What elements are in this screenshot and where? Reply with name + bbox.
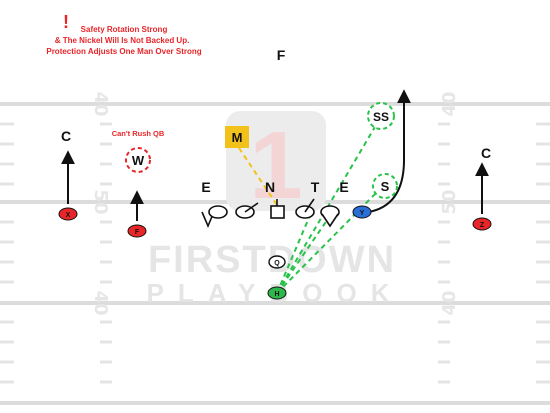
- will-note: Can't Rush QB: [112, 129, 165, 138]
- svg-text:1: 1: [249, 112, 302, 219]
- yard-number: 40: [90, 91, 111, 116]
- alert-mark: !: [63, 12, 69, 32]
- slot-label: F: [135, 229, 140, 236]
- y-route: [368, 89, 411, 213]
- tight-end-y: Y: [352, 205, 372, 219]
- right-wr: Z: [472, 217, 492, 231]
- nickel: S: [372, 173, 398, 199]
- running-back: H: [267, 286, 287, 300]
- center: [270, 205, 285, 219]
- defense-t: T: [311, 179, 320, 195]
- note-line-3: Protection Adjusts One Man Over Strong: [46, 47, 201, 56]
- yard-number: 40: [439, 290, 460, 315]
- rg-block: [304, 198, 315, 213]
- left-tackle: [208, 205, 228, 219]
- left-wr-label: X: [66, 212, 71, 219]
- yard-numbers-left: 40 50 40: [90, 91, 111, 315]
- strong-safety: SS: [367, 102, 395, 130]
- mike-read-line: [238, 147, 278, 206]
- yard-number: 40: [90, 290, 111, 315]
- yard-number: 40: [439, 91, 460, 116]
- coaching-notes: ! Safety Rotation Strong & The Nickel Wi…: [46, 12, 201, 56]
- defense-e-right: E: [339, 179, 348, 195]
- will-linebacker: W: [125, 147, 151, 173]
- offensive-line: [201, 198, 340, 229]
- yard-lines: [0, 102, 550, 405]
- right-wr-label: Z: [480, 222, 485, 229]
- will-label: W: [132, 153, 145, 168]
- yard-number: 50: [439, 189, 460, 214]
- hash-marks: [0, 122, 550, 384]
- yard-number: 50: [90, 189, 111, 214]
- strong-safety-label: SS: [373, 110, 389, 124]
- nickel-label: S: [381, 179, 390, 194]
- left-corner: C: [61, 128, 71, 144]
- mike-linebacker: M: [225, 126, 249, 148]
- routes: [61, 89, 489, 221]
- defense-e-left: E: [201, 179, 210, 195]
- yard-numbers-right: 40 50 40: [439, 91, 460, 315]
- y-label: Y: [360, 210, 365, 217]
- lg-block: [244, 202, 259, 213]
- right-corner: C: [481, 145, 491, 161]
- slot-receiver: F: [127, 224, 147, 238]
- defense-n: N: [265, 179, 275, 195]
- rb-label: H: [274, 291, 279, 298]
- rt-block: [321, 213, 339, 228]
- quarterback: Q: [268, 255, 286, 269]
- qb-label: Q: [274, 260, 280, 267]
- mike-label: M: [232, 130, 243, 145]
- note-line-1: Safety Rotation Strong: [81, 25, 168, 34]
- defensive-line: E N T E: [201, 179, 348, 195]
- left-wr: X: [58, 207, 78, 221]
- free-safety: F: [277, 47, 286, 63]
- note-line-2: & The Nickel Will Is Not Backed Up.: [55, 36, 190, 45]
